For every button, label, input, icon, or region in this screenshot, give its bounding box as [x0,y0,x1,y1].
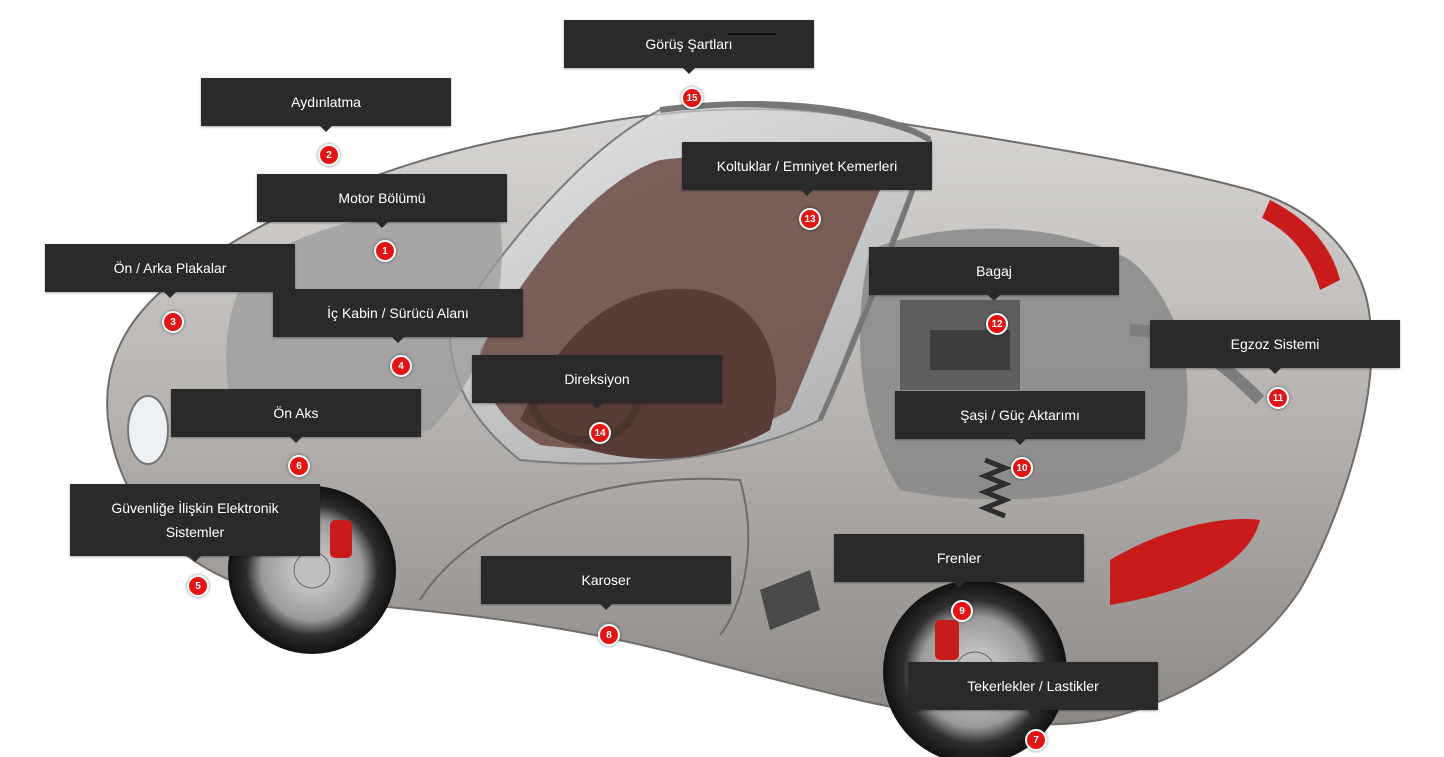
callout-label-bodywork[interactable]: Karoser [481,556,731,610]
callout-marker-12[interactable]: 12 [986,313,1008,335]
callout-marker-7[interactable]: 7 [1025,729,1047,751]
callout-label-visibility[interactable]: Görüş Şartları [564,20,814,74]
callout-marker-15[interactable]: 15 [681,87,703,109]
callout-label-trunk[interactable]: Bagaj [869,247,1119,301]
callout-label-text: Tekerlekler / Lastikler [967,678,1099,694]
callout-label-brakes[interactable]: Frenler [834,534,1084,588]
callout-label-text: Görüş Şartları [645,36,733,52]
callout-label-text: İç Kabin / Sürücü Alanı [327,305,469,321]
callout-label-text: Karoser [581,572,631,588]
callout-label-text: Egzoz Sistemi [1230,336,1320,352]
callout-label-text: Bagaj [976,263,1012,279]
callout-marker-4[interactable]: 4 [390,355,412,377]
callout-label-text: Aydınlatma [291,94,361,110]
callout-label-safety-electronics[interactable]: Güvenliğe İlişkin Elektronik Sistemler [70,484,320,562]
callout-label-lighting[interactable]: Aydınlatma [201,78,451,132]
callout-marker-11[interactable]: 11 [1267,387,1289,409]
callout-label-engine-bay[interactable]: Motor Bölümü [257,174,507,228]
callout-marker-3[interactable]: 3 [162,311,184,333]
callout-label-exhaust[interactable]: Egzoz Sistemi [1150,320,1400,374]
title-divider [728,33,776,35]
callout-label-text: Ön Aks [273,405,319,421]
callout-label-front-axle[interactable]: Ön Aks [171,389,421,443]
callout-marker-6[interactable]: 6 [288,455,310,477]
callout-label-text: Motor Bölümü [338,190,426,206]
callout-label-text: Güvenliğe İlişkin Elektronik Sistemler [111,500,279,540]
callout-marker-2[interactable]: 2 [318,144,340,166]
callout-marker-10[interactable]: 10 [1011,457,1033,479]
callout-marker-13[interactable]: 13 [799,208,821,230]
callout-marker-8[interactable]: 8 [598,624,620,646]
callout-label-wheels-tires[interactable]: Tekerlekler / Lastikler [908,662,1158,716]
callout-label-steering[interactable]: Direksiyon [472,355,722,409]
callout-marker-1[interactable]: 1 [374,240,396,262]
callout-label-cabin[interactable]: İç Kabin / Sürücü Alanı [273,289,523,343]
callout-marker-5[interactable]: 5 [187,575,209,597]
callout-label-text: Şaşi / Güç Aktarımı [960,407,1080,423]
callout-label-text: Koltuklar / Emniyet Kemerleri [716,158,898,174]
callout-label-text: Frenler [936,550,982,566]
callout-marker-9[interactable]: 9 [951,600,973,622]
callout-label-license-plates[interactable]: Ön / Arka Plakalar [45,244,295,298]
callout-marker-14[interactable]: 14 [589,422,611,444]
callout-label-text: Direksiyon [564,371,630,387]
callout-label-seats-belts[interactable]: Koltuklar / Emniyet Kemerleri [682,142,932,196]
callout-label-chassis-drivetrain[interactable]: Şaşi / Güç Aktarımı [895,391,1145,445]
callout-label-text: Ön / Arka Plakalar [113,260,227,276]
